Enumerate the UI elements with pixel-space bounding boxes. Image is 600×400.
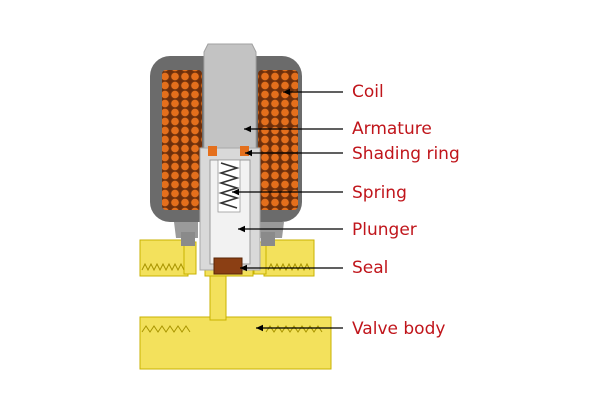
- label-seal: Seal: [352, 258, 389, 278]
- label-armature: Armature: [352, 119, 432, 139]
- leader-lines: [232, 88, 343, 332]
- valve-body: [139, 271, 332, 370]
- label-shading-ring: Shading ring: [352, 144, 460, 164]
- shading-ring-right: [240, 146, 249, 156]
- coil-winding-right: [258, 70, 298, 210]
- coil-housing: [150, 56, 302, 222]
- label-spring: Spring: [352, 183, 407, 203]
- label-plunger: Plunger: [352, 220, 417, 240]
- armature: [203, 43, 257, 151]
- seal: [213, 257, 243, 275]
- label-coil: Coil: [352, 82, 384, 102]
- shading-ring-left: [208, 146, 217, 156]
- housing-neck: [174, 222, 284, 246]
- coil-winding-left: [162, 70, 202, 210]
- spring: [218, 162, 240, 209]
- label-valve-body: Valve body: [352, 319, 446, 339]
